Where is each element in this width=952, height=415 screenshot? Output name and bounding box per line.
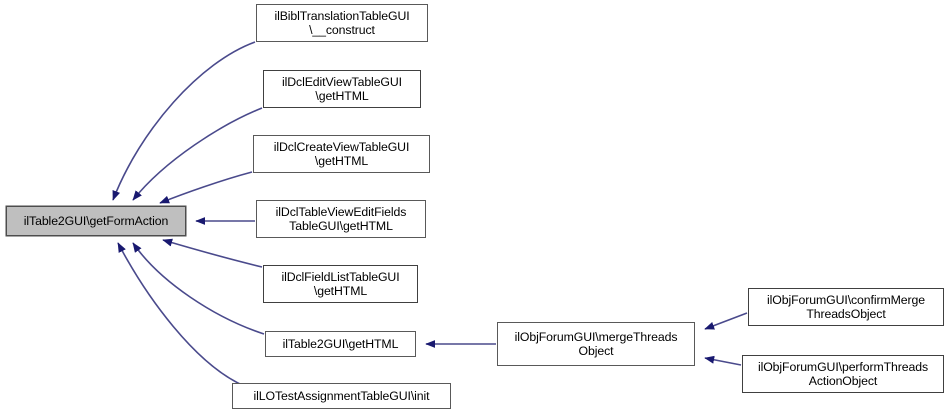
node-label: ilTable2GUI\getHTML [282, 336, 399, 351]
edge-bibltranslation-to-getformaction [112, 41, 256, 201]
node-label: ilTable2GUI\getFormAction [23, 213, 169, 228]
node-ildcltableviewedisfieldstablegui-gethtml[interactable]: ilDclTableViewEditFields TableGUI\getHTM… [256, 200, 426, 238]
edge-lotestassignment-to-getformaction [117, 242, 241, 385]
edge-confirmmerge-to-mergethreads [704, 312, 748, 330]
node-label: ilBiblTranslationTableGUI \__construct [274, 8, 410, 38]
node-ilbibltranslationtablegui-construct[interactable]: ilBiblTranslationTableGUI \__construct [256, 4, 428, 42]
node-ilobjforumgui-performthreadsactionobject[interactable]: ilObjForumGUI\performThreads ActionObjec… [742, 355, 944, 393]
node-ildclcreateviewtablegui-gethtml[interactable]: ilDclCreateViewTableGUI \getHTML [253, 135, 430, 173]
node-label: ilDclTableViewEditFields TableGUI\getHTM… [275, 204, 407, 234]
node-label: ilObjForumGUI\performThreads ActionObjec… [757, 359, 929, 389]
edge-dclfieldlist-to-getformaction [162, 238, 263, 268]
node-label: ilDclEditViewTableGUI \getHTML [281, 74, 402, 104]
node-label: ilLOTestAssignmentTableGUI\init [253, 388, 430, 403]
edge-dclcreateview-to-getformaction [159, 171, 253, 204]
node-iltable2gui-gethtml[interactable]: ilTable2GUI\getHTML [265, 331, 416, 357]
node-ildcleditviewtablegui-gethtml[interactable]: ilDclEditViewTableGUI \getHTML [263, 70, 421, 108]
node-label: ilObjForumGUI\mergeThreads Object [514, 329, 678, 359]
node-label: ilObjForumGUI\confirmMerge ThreadsObject [767, 292, 925, 322]
edge-performthreads-to-mergethreads [704, 355, 742, 366]
node-illotestassignmenttablegui-init[interactable]: ilLOTestAssignmentTableGUI\init [232, 383, 451, 409]
edge-dcleditview-to-getformaction [132, 107, 263, 201]
node-label: ilDclFieldListTableGUI \getHTML [281, 269, 400, 299]
node-iltable2gui-getformaction[interactable]: ilTable2GUI\getFormAction [6, 206, 186, 236]
node-ildclfieldlisttablegui-gethtml[interactable]: ilDclFieldListTableGUI \getHTML [263, 265, 418, 303]
edge-table2gui-gethtml-to-getformaction [132, 242, 265, 335]
node-ilobjforumgui-mergethreadsobject[interactable]: ilObjForumGUI\mergeThreads Object [497, 322, 695, 366]
node-label: ilDclCreateViewTableGUI \getHTML [273, 139, 410, 169]
node-ilobjforumgui-confirmmergethreadsobject[interactable]: ilObjForumGUI\confirmMerge ThreadsObject [748, 288, 944, 326]
